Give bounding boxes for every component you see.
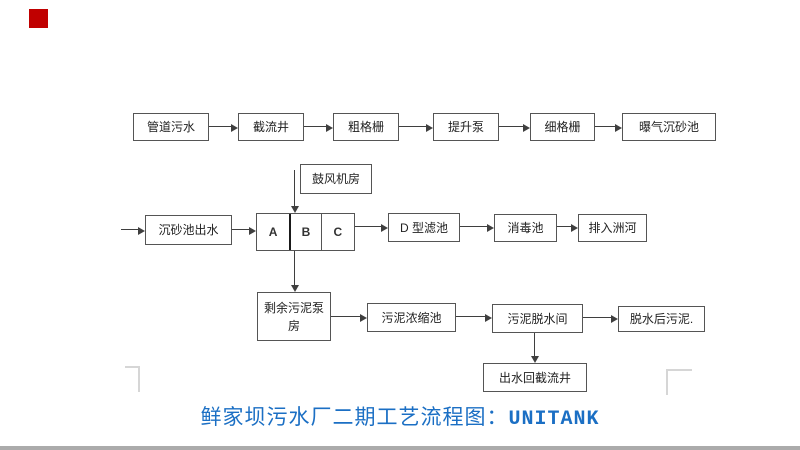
arrow-inlet-to-unitank: [232, 226, 256, 235]
arrow-unitank-to-sludge-pump: [290, 251, 299, 292]
node-outfall-river: 排入洲河: [578, 214, 647, 242]
red-marker-square: [29, 9, 48, 28]
node-sludge-thickener: 污泥浓缩池: [367, 303, 456, 332]
node-dewatered-sludge: 脱水后污泥.: [618, 306, 705, 332]
arrow-fine-to-grit: [595, 123, 622, 132]
node-d-type-filter: D 型滤池: [388, 213, 460, 242]
caption-chinese-title: 鲜家坝污水厂二期工艺流程图：: [200, 405, 509, 429]
node-surplus-sludge-pump-house: 剩余污泥泵房: [257, 292, 331, 341]
unitank-cell-c: C: [320, 214, 354, 250]
arrow-dewatering-to-dewatered: [583, 314, 618, 323]
arrow-filter-to-disinfection: [460, 223, 494, 232]
arrow-disinfection-to-outfall: [557, 223, 578, 232]
bottom-divider-bar: [0, 446, 800, 450]
arrow-pump-to-thickener: [331, 313, 367, 322]
arrow-thickener-to-dewatering: [456, 313, 492, 322]
page-margin-mark-left: [125, 366, 140, 392]
node-intercepting-well: 截流井: [238, 113, 304, 141]
node-grit-chamber-outflow: 沉砂池出水: [145, 215, 232, 245]
arrow-entry-to-inlet: [121, 226, 145, 235]
arrow-pump-to-fine: [499, 123, 530, 132]
arrow-unitank-to-filter: [355, 223, 388, 232]
node-pipeline-sewage: 管道污水: [133, 113, 209, 141]
node-disinfection-tank: 消毒池: [494, 214, 557, 242]
node-coarse-screen: 粗格栅: [333, 113, 399, 141]
unitank-cell-b: B: [289, 214, 320, 250]
node-fine-screen: 细格栅: [530, 113, 595, 141]
diagram-caption: 鲜家坝污水厂二期工艺流程图：UNITANK: [0, 401, 800, 431]
arrow-intercepting-to-coarse: [304, 123, 333, 132]
arrow-pipeline-to-intercepting: [209, 123, 238, 132]
arrow-blower-to-unitank: [290, 170, 299, 213]
unitank-reactor: A B C: [256, 213, 355, 251]
node-return-to-intercepting-well: 出水回截流井: [483, 363, 587, 392]
node-lift-pump: 提升泵: [433, 113, 499, 141]
node-aerated-grit-chamber: 曝气沉砂池: [622, 113, 716, 141]
caption-unitank-label: UNITANK: [508, 408, 600, 431]
arrow-coarse-to-pump: [399, 123, 433, 132]
node-blower-room: 鼓风机房: [300, 164, 372, 194]
node-sludge-dewatering-room: 污泥脱水间: [492, 304, 583, 333]
page-margin-mark-right: [666, 369, 692, 395]
unitank-cell-a: A: [268, 225, 278, 239]
arrow-dewatering-to-return: [530, 333, 539, 363]
